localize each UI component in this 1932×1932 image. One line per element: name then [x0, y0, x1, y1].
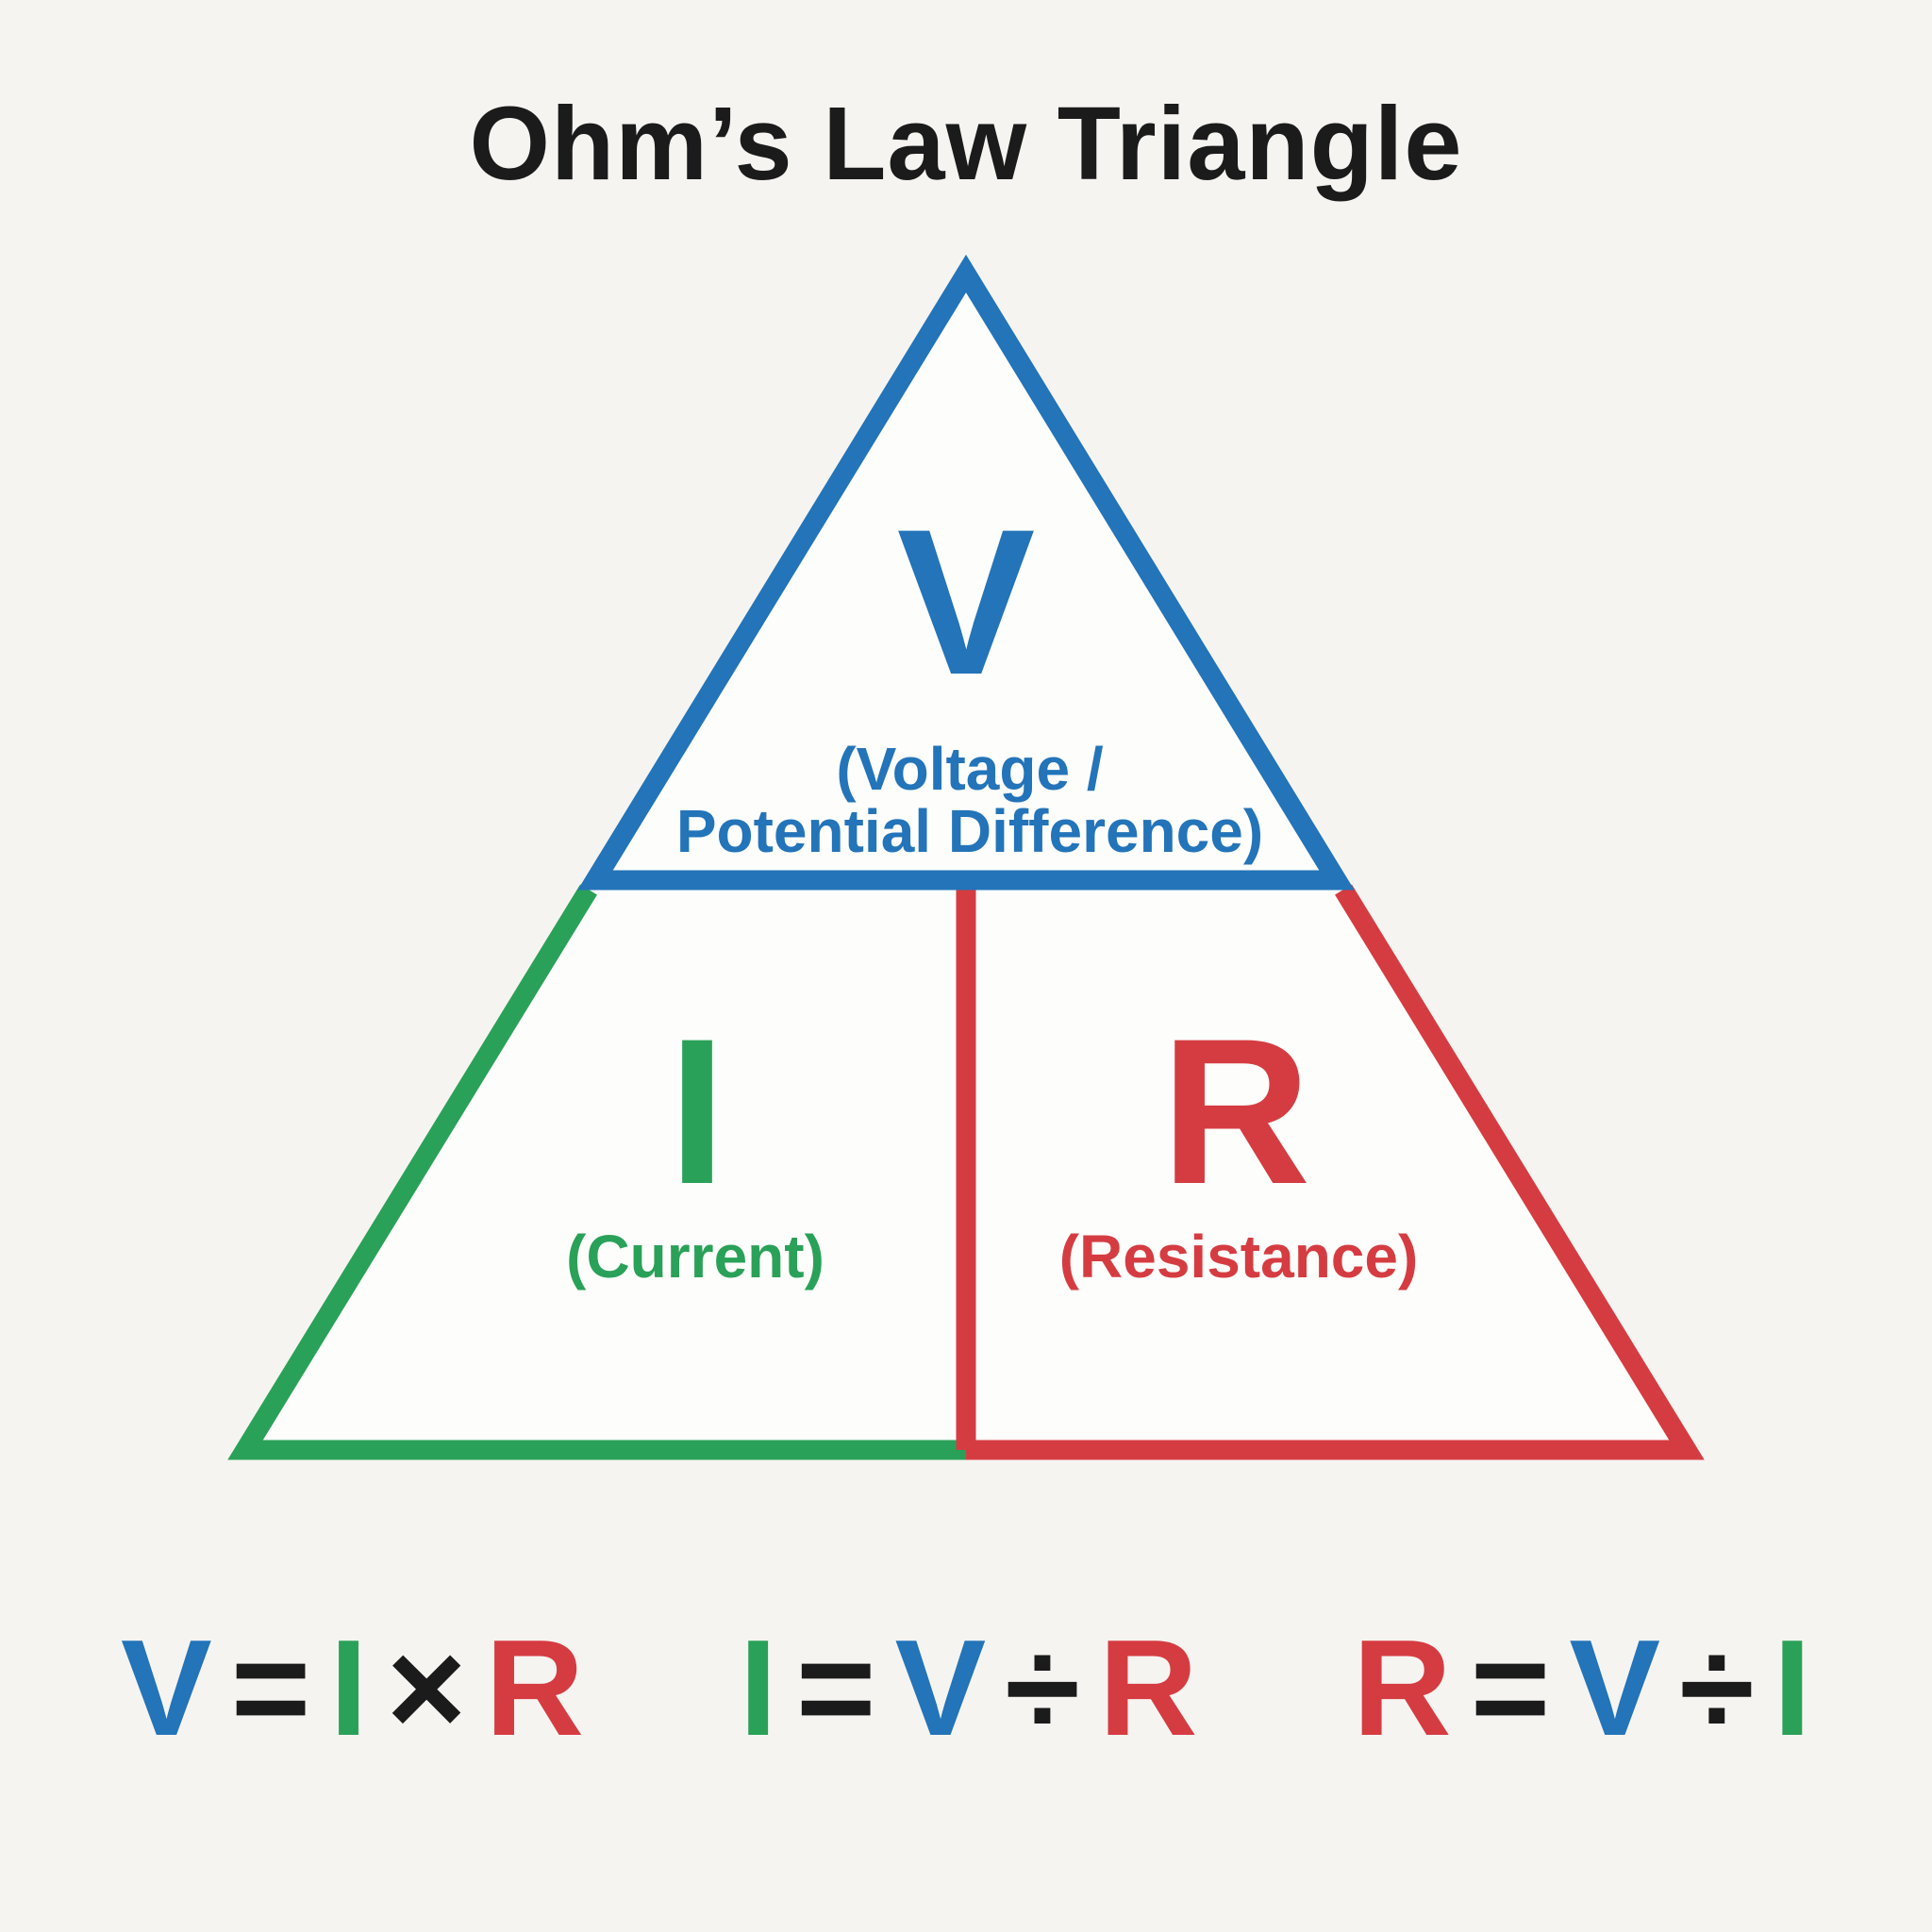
formula-row: V = I × R I = V ÷ R R = V ÷ I: [121, 1620, 1811, 1757]
equals-sign: =: [795, 1611, 876, 1764]
formula-term: R: [485, 1611, 585, 1764]
formula-term: I: [1773, 1611, 1811, 1764]
equals-sign: =: [230, 1611, 311, 1764]
formula-term: V: [1569, 1611, 1661, 1764]
multiply-sign: ×: [386, 1611, 467, 1764]
formula-term: I: [739, 1611, 777, 1764]
current-label: (Current): [566, 1223, 824, 1291]
voltage-label-line2: Potential Difference): [675, 797, 1264, 865]
resistance-label: (Resistance): [1058, 1223, 1419, 1291]
formula-v-equals-i-times-r: V = I × R: [121, 1620, 584, 1757]
formula-term: V: [121, 1611, 212, 1764]
voltage-symbol: V: [896, 486, 1036, 718]
formula-term: V: [894, 1611, 987, 1764]
current-section-border: [227, 884, 966, 1460]
equals-sign: =: [1470, 1611, 1551, 1764]
formula-i-equals-v-div-r: I = V ÷ R: [740, 1620, 1198, 1757]
divide-sign: ÷: [1005, 1611, 1080, 1764]
formula-term: R: [1352, 1611, 1452, 1764]
resistance-section-border: [956, 884, 1705, 1460]
voltage-label: (Voltage / Potential Difference): [676, 738, 1263, 862]
resistance-symbol: R: [1160, 995, 1311, 1227]
formula-term: I: [329, 1611, 368, 1764]
voltage-section-border: [577, 254, 1355, 891]
page-title: Ohm’s Law Triangle: [469, 86, 1463, 202]
triangle-interior: [245, 274, 1687, 1450]
divide-sign: ÷: [1679, 1611, 1755, 1764]
formula-r-equals-v-div-i: R = V ÷ I: [1353, 1620, 1811, 1757]
formula-term: R: [1098, 1611, 1198, 1764]
voltage-label-line1: (Voltage /: [836, 735, 1104, 803]
current-symbol: I: [668, 995, 726, 1227]
